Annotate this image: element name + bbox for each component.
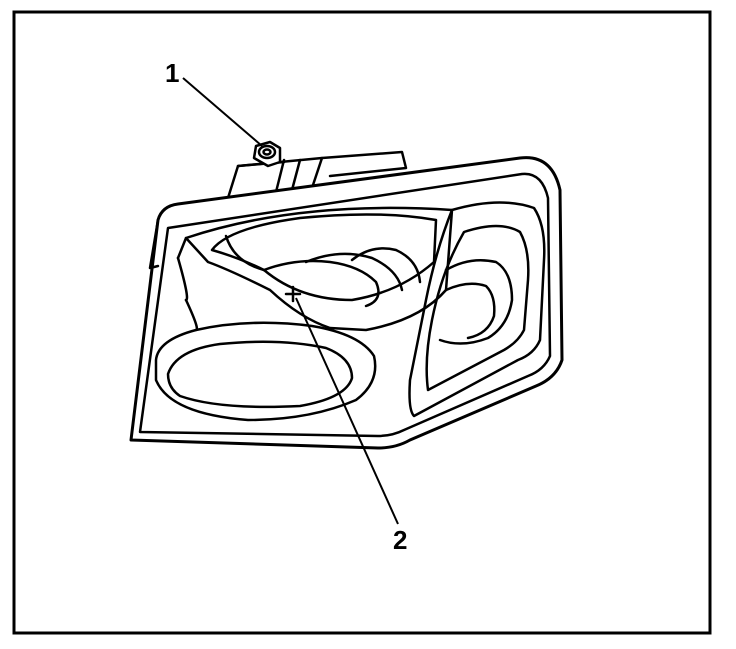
callout-label-1: 1 (165, 58, 180, 88)
lens-border (138, 172, 552, 438)
headlamp-assembly (129, 140, 564, 450)
leader-line-2 (295, 297, 399, 525)
leader-lines (182, 77, 399, 525)
callout-label-2: 2 (393, 525, 408, 555)
lower-reflector (154, 236, 377, 422)
housing-flange (148, 218, 160, 270)
mounting-bracket (226, 150, 408, 200)
leader-line-1 (182, 77, 263, 147)
nut-fastener (252, 140, 282, 168)
headlamp-aim-mark (284, 285, 302, 303)
figure-border (12, 10, 712, 635)
side-reflector (408, 201, 546, 418)
main-reflector (184, 206, 454, 332)
